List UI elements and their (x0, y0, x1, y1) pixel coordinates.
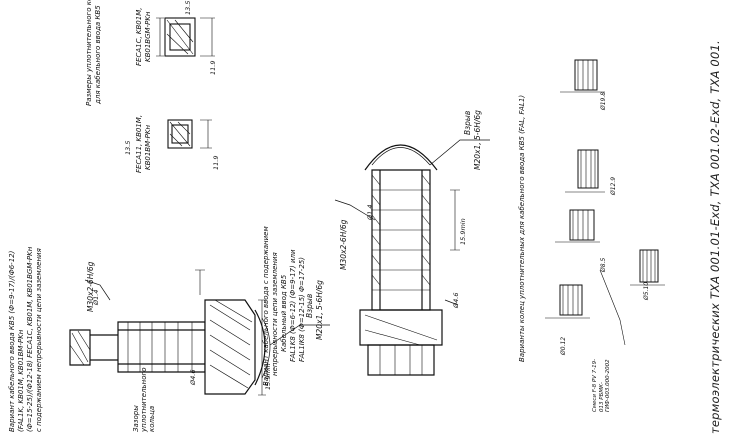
svg-text:11.9: 11.9 (209, 61, 217, 75)
ring-label-a2: KB01BGM-PKн (144, 11, 152, 62)
mid-caption-line4: FAL1K8 (Ф=6-12) (Ф=9-17) или (289, 249, 297, 362)
svg-text:Ø4.6: Ø4.6 (189, 370, 197, 386)
seal-ring-variants (545, 59, 665, 346)
svg-text:M30x2-6H/6g: M30x2-6H/6g (339, 219, 348, 270)
svg-text:Ø8.5: Ø8.5 (600, 258, 607, 273)
ring-label-b: FECA11, KB01M, (135, 114, 143, 173)
left-caption-line1: Вариант кабельного ввода КВ5 (Ф=9-17)/(Ф… (8, 250, 16, 432)
ring-label-b2: KB01BM-PKн (144, 124, 152, 170)
ring-section-lower (167, 119, 212, 149)
ring-section-upper (156, 17, 215, 57)
svg-text:Ø1.4: Ø1.4 (92, 290, 100, 306)
left-gland-note: Зазоры уплотнительного кольца (132, 367, 156, 432)
left-caption-line2: (FAL1K, KB01M, KB01BM-PKн (17, 329, 25, 432)
seal-note: Смеси F-8 PV 7-19-013 РБМК-ГИФ-003.000-2… (592, 358, 611, 412)
ring-caption-line1: Размеры уплотнительного кольца (85, 0, 93, 106)
middle-cable-gland (334, 139, 490, 376)
svg-text:15.9min: 15.9min (264, 363, 272, 390)
svg-text:Ø4.6: Ø4.6 (452, 293, 460, 309)
svg-text:Взрыв: Взрыв (463, 111, 472, 135)
svg-text:15.9min: 15.9min (459, 218, 467, 245)
mid-caption-line2: непрерывности цепи заземления (271, 252, 279, 376)
svg-text:Ø12.9: Ø12.9 (610, 177, 617, 196)
svg-text:Ø1.4: Ø1.4 (366, 205, 374, 221)
svg-text:M30x2-6H/6g: M30x2-6H/6g (86, 261, 95, 312)
ring-label-a: FECA1C, KB01M, (135, 7, 143, 66)
svg-text:Ø19.8: Ø19.8 (600, 92, 607, 111)
seal-rings-caption: Варианты колец уплотнительных для кабель… (518, 94, 526, 362)
svg-text:Ø5.10: Ø5.10 (643, 282, 650, 301)
svg-text:Ø0.12: Ø0.12 (560, 337, 567, 356)
mid-caption-line1: Вариант кабельного ввода с подержанием (262, 226, 270, 386)
svg-text:M20x1, 5-6H/6g: M20x1, 5-6H/6g (473, 110, 482, 170)
left-cable-gland (69, 269, 330, 396)
svg-text:13.5: 13.5 (184, 1, 192, 15)
ring-caption-line2: для кабельного ввода КВ5 (94, 5, 102, 104)
svg-text:11.9: 11.9 (212, 156, 220, 170)
dimension-labels: 13.5 11.9 13.5 11.9 Ø1.4 Ø4.6 15.9min Ø1… (92, 1, 650, 390)
svg-text:M20x1, 5-6H/6g: M20x1, 5-6H/6g (315, 280, 324, 340)
svg-text:13.5: 13.5 (124, 141, 132, 155)
mid-caption-line3: Кабельный ввод КВ5 (280, 274, 288, 352)
thread-labels: Взрыв M20x1, 5-6H/6g M30x2-6H/6g Взрыв M… (86, 110, 482, 340)
footer-text: термоэлектрических ТХА 001.01-Exd, ТХА 0… (708, 40, 722, 434)
svg-text:Взрыв: Взрыв (305, 294, 314, 318)
mid-caption-line5: FAL1IK8 (Ф=12-15) Ф=17-25) (298, 257, 306, 362)
left-caption-line3: (Ф=15-25)/(Ф12-18) FECA1C, KB01M, KB01BG… (26, 246, 34, 432)
left-caption-line4: с подержанием непрерывности цепи заземле… (35, 248, 43, 432)
